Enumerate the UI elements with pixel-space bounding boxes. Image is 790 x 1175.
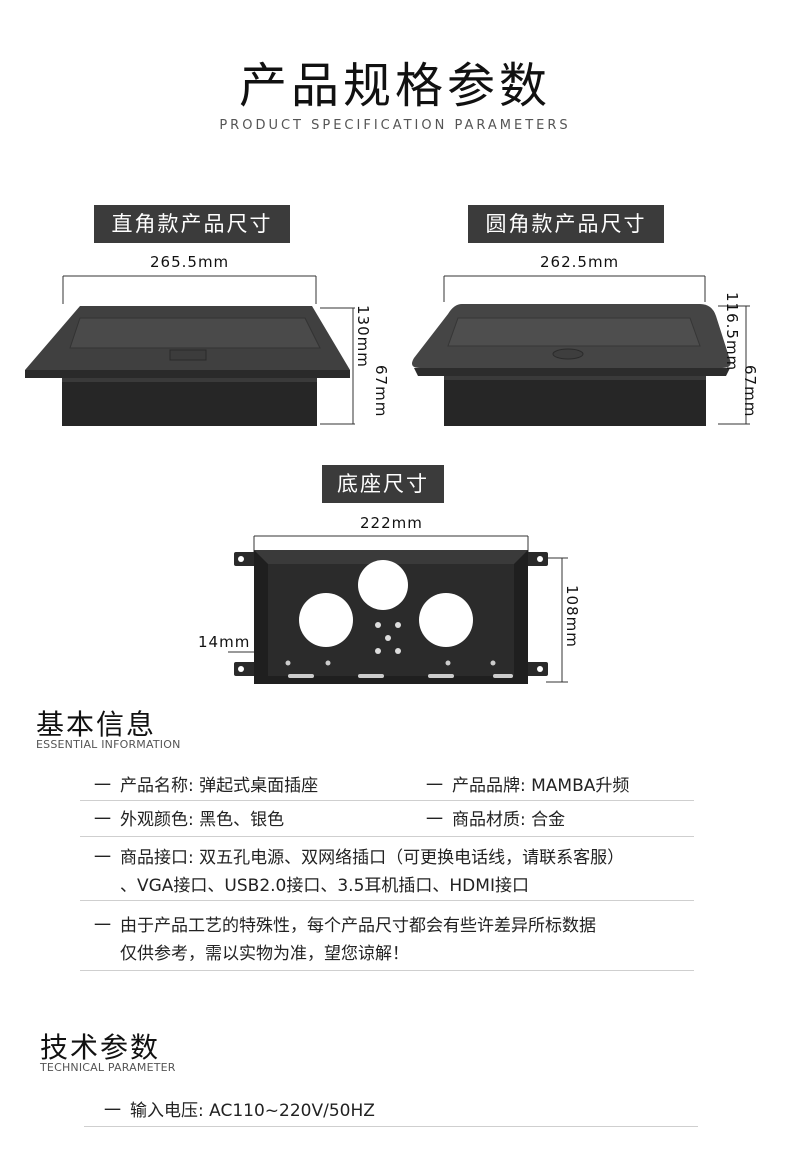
- dash-mark: 一: [94, 848, 111, 868]
- page-title: 产品规格参数: [238, 58, 551, 114]
- divider: [80, 970, 694, 971]
- divider: [84, 1126, 698, 1127]
- spec-ports: 一商品接口: 双五孔电源、双网络插口（可更换电话线，请联系客服） 、VGA接口、…: [94, 844, 714, 900]
- dash-mark: 一: [426, 810, 443, 830]
- base-height-dim: 108mm: [563, 585, 581, 648]
- base-side-dim: 14mm: [198, 633, 251, 651]
- round-product-image: [412, 275, 750, 426]
- spec-note: 一由于产品工艺的特殊性，每个产品尺寸都会有些许差异所标数据 仅供参考，需以实物为…: [94, 912, 714, 968]
- base-width-dim: 222mm: [360, 514, 423, 532]
- dash-mark: 一: [104, 1101, 121, 1121]
- square-product-image: [25, 275, 355, 426]
- basic-info-title: 基本信息: [36, 708, 157, 741]
- square-depth-dim: 130mm: [354, 305, 372, 368]
- dash-mark: 一: [94, 810, 111, 830]
- basic-info-subtitle: ESSENTIAL INFORMATION: [36, 738, 181, 751]
- square-width-dim: 265.5mm: [150, 253, 230, 271]
- square-product-label: 直角款产品尺寸: [94, 205, 290, 243]
- page-subtitle: PRODUCT SPECIFICATION PARAMETERS: [219, 118, 571, 133]
- tech-title: 技术参数: [40, 1031, 161, 1064]
- divider: [80, 800, 694, 801]
- dash-mark: 一: [426, 776, 443, 796]
- dash-mark: 一: [94, 916, 111, 936]
- round-height-dim: 67mm: [741, 365, 759, 418]
- spec-brand: 一产品品牌: MAMBA升频: [426, 772, 629, 800]
- square-height-dim: 67mm: [372, 365, 390, 418]
- round-product-label: 圆角款产品尺寸: [468, 205, 664, 243]
- dash-mark: 一: [94, 776, 111, 796]
- spec-product-name: 一产品名称: 弹起式桌面插座: [94, 772, 318, 800]
- tech-subtitle: TECHNICAL PARAMETER: [40, 1061, 176, 1074]
- spec-voltage: 一输入电压: AC110~220V/50HZ: [104, 1097, 375, 1125]
- divider: [80, 836, 694, 837]
- round-depth-dim: 116.5mm: [723, 292, 741, 372]
- base-bracket-image: [228, 535, 568, 684]
- round-width-dim: 262.5mm: [540, 253, 620, 271]
- divider: [80, 900, 694, 901]
- spec-color: 一外观颜色: 黑色、银色: [94, 806, 284, 834]
- base-label: 底座尺寸: [322, 465, 444, 503]
- spec-material: 一商品材质: 合金: [426, 806, 565, 834]
